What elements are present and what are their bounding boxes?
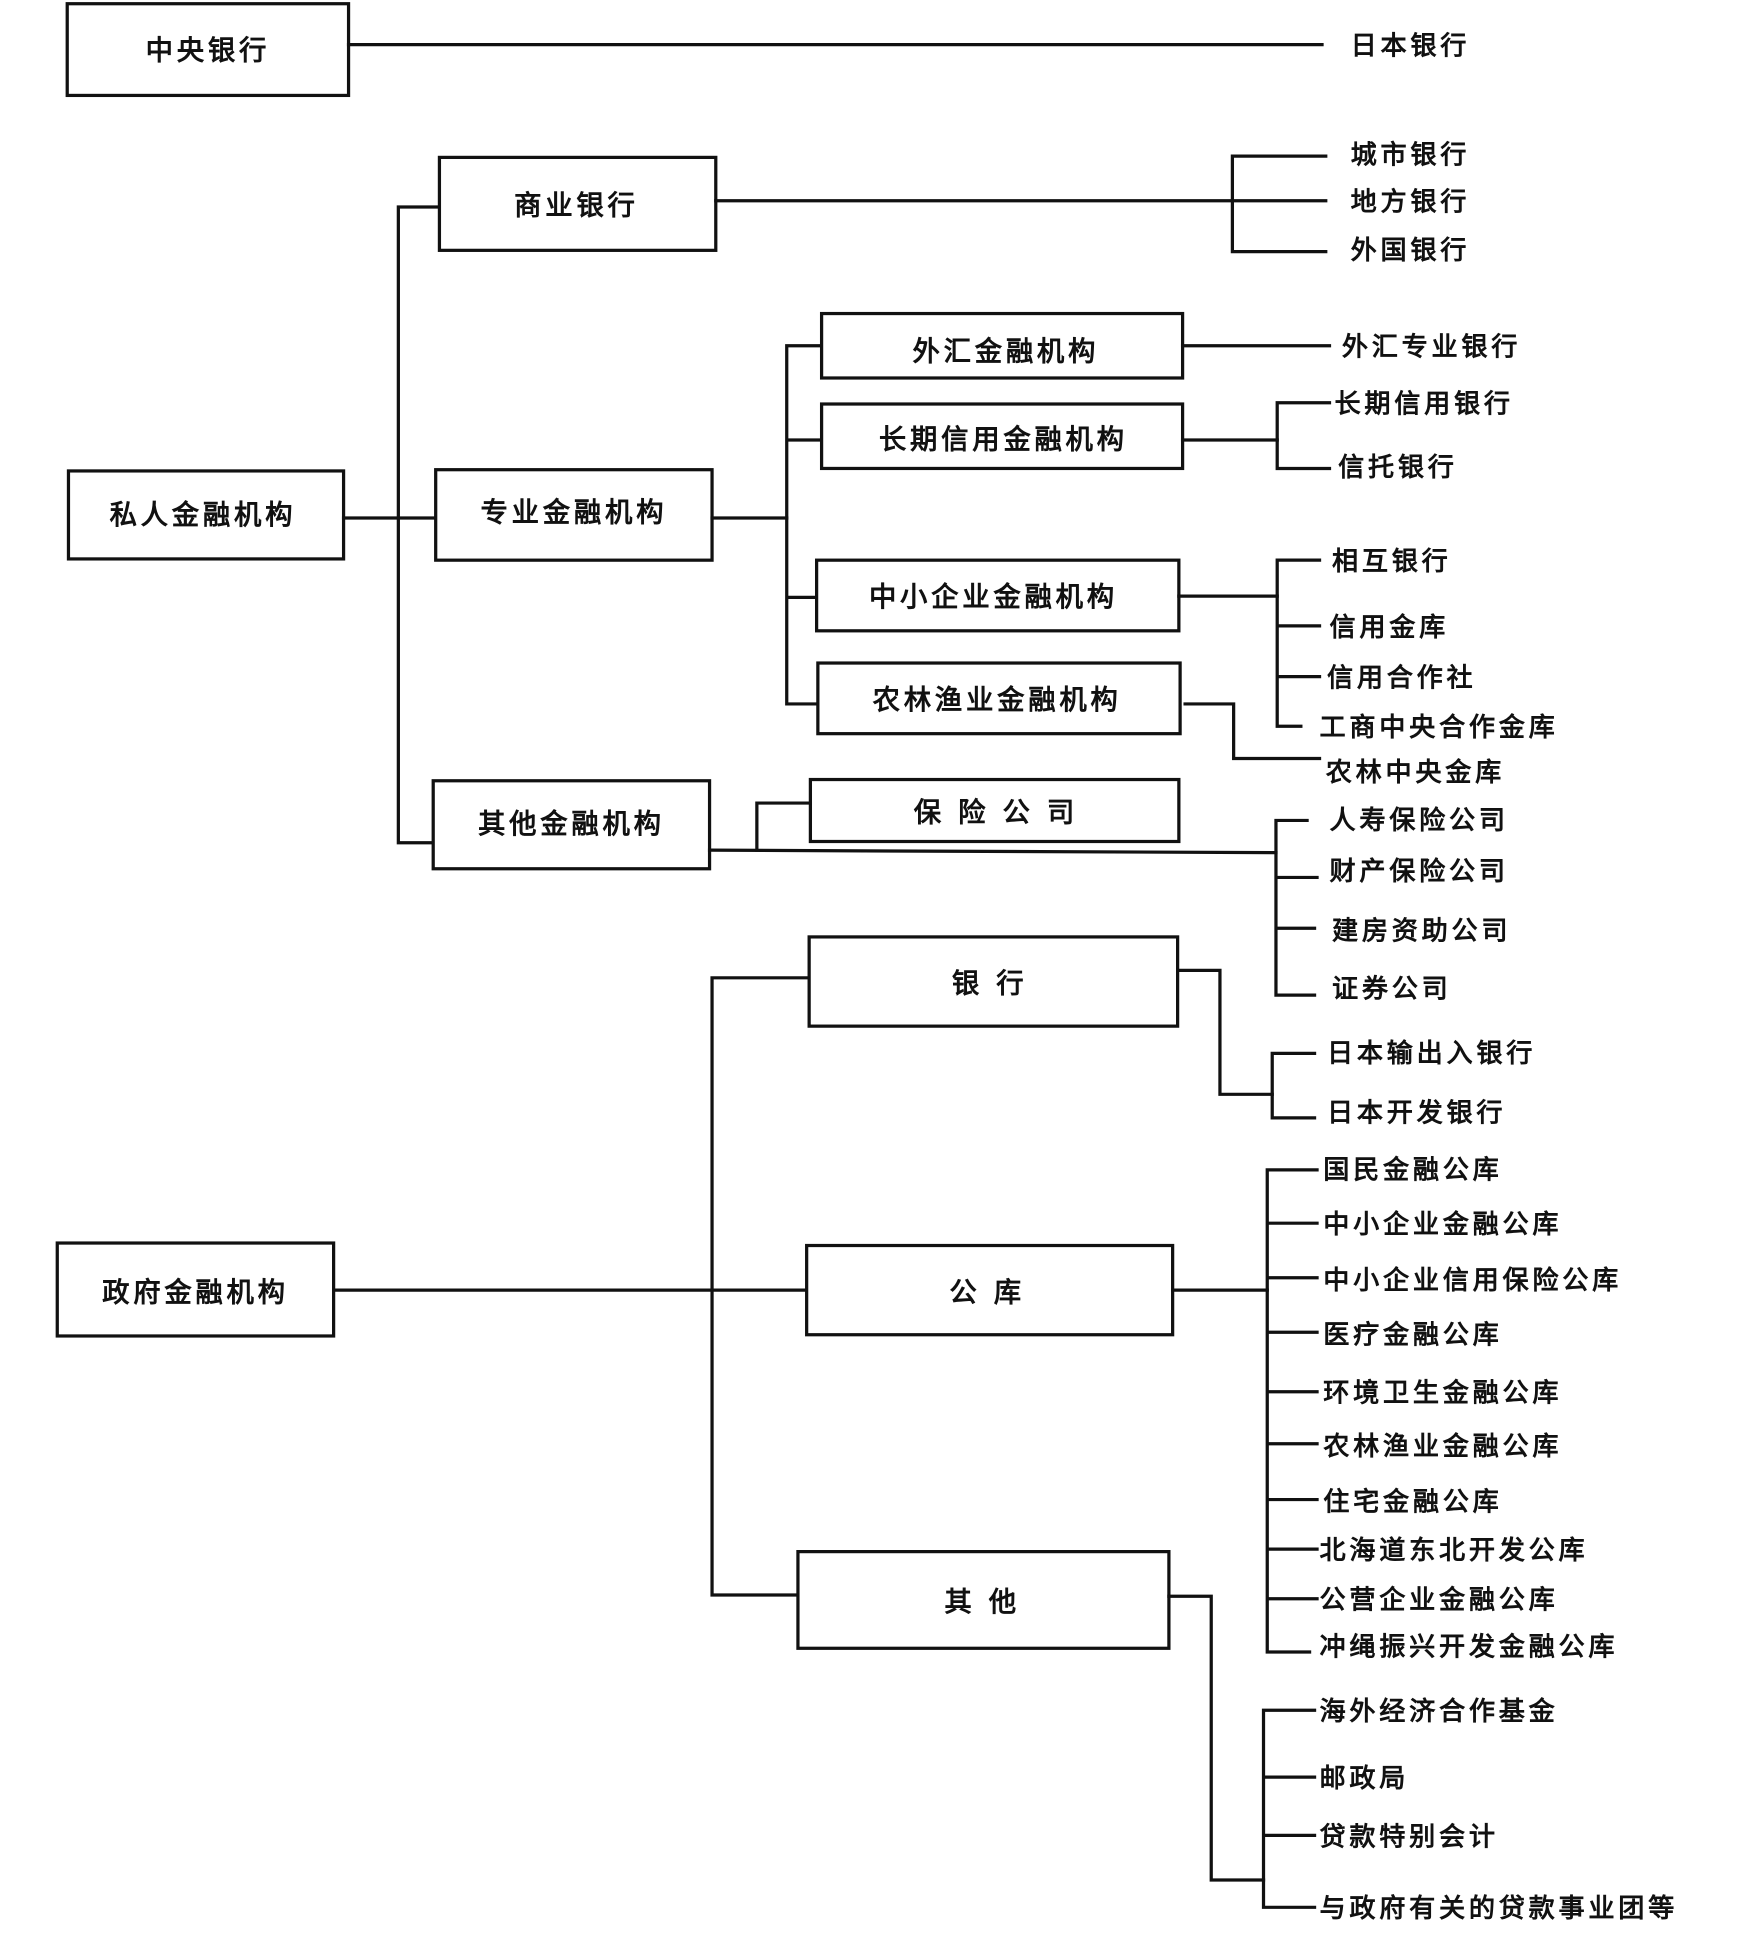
leaf: 外国银行 [1351,235,1470,266]
connector [710,976,811,1597]
node-long-term-credit: 长期信用金融机构 [819,402,1185,471]
leaf: 医疗金融公库 [1323,1319,1502,1350]
leaf: 地方银行 [1351,187,1470,218]
leaf: 贷款特别会计 [1320,1821,1499,1852]
connector [1167,1594,1266,1882]
connector [1275,401,1332,471]
node-other-private: 其他金融机构 [431,779,712,871]
node-label: 其 他 [944,1587,1019,1618]
leaf: 农林渔业金融公库 [1322,1431,1562,1462]
node-gov-banks: 银 行 [807,935,1180,1028]
leaf: 与政府有关的贷款事业团等 [1320,1893,1678,1924]
node-koko: 公 库 [805,1243,1175,1337]
node-specialized: 专业金融机构 [434,468,714,562]
node-commercial-banks: 商业银行 [437,155,718,252]
leaf: 日本输出入银行 [1327,1038,1536,1069]
leaf: 国民金融公库 [1323,1155,1502,1186]
leaf: 城市银行 [1351,140,1470,171]
leaf-bank-of-japan: 日本银行 [1351,31,1470,62]
leaf: 人寿保险公司 [1329,805,1508,836]
connector [755,801,813,852]
leaf: 信用金库 [1329,612,1448,643]
node-government: 政府金融机构 [55,1241,336,1338]
node-gov-others: 其 他 [796,1550,1171,1650]
node-label: 银 行 [952,968,1027,1000]
connector [1261,1708,1317,1909]
leaf: 长期信用银行 [1334,389,1513,420]
node-label: 外汇金融机构 [913,336,1100,368]
leaf: 北海道东北开发公库 [1320,1535,1589,1566]
leaf: 相互银行 [1332,546,1451,577]
node-agri-forestry-fishery: 农林渔业金融机构 [816,661,1182,736]
leaf: 农林中央金库 [1325,757,1505,788]
leaf: 信托银行 [1338,452,1457,483]
connector [707,848,1278,855]
connector [1230,154,1328,254]
leaf: 环境卫生金融公库 [1323,1378,1562,1409]
leaf: 中小企业信用保险公库 [1323,1265,1622,1296]
node-label: 中央银行 [146,35,270,67]
connector [1270,1051,1317,1120]
node-forex: 外汇金融机构 [819,311,1185,380]
leaf: 工商中央合作金库 [1320,712,1559,743]
node-label: 商业银行 [514,189,638,221]
node-insurance: 保 险 公 司 [808,777,1181,844]
connector [1274,818,1319,997]
node-label: 政府金融机构 [102,1276,289,1308]
node-label: 专业金融机构 [481,497,668,529]
leaf: 建房资助公司 [1332,916,1511,946]
connector [396,205,440,845]
leaf: 海外经济合作基金 [1320,1696,1559,1727]
leaf: 中小企业金融公库 [1323,1209,1562,1240]
node-label: 长期信用金融机构 [879,424,1128,456]
leaf: 邮政局 [1320,1763,1410,1794]
node-label: 保 险 公 司 [913,797,1078,829]
leaf: 信用合作社 [1327,663,1476,694]
node-label: 其他金融机构 [478,808,665,840]
connector [785,344,824,706]
leaf: 冲绳振兴开发金融公库 [1320,1632,1619,1663]
node-sme: 中小企业金融机构 [814,558,1181,633]
leaf: 日本开发银行 [1327,1098,1506,1129]
connector [1183,702,1322,761]
leaf: 财产保险公司 [1329,856,1508,887]
leaf: 住宅金融公库 [1323,1487,1502,1518]
leaf: 公营企业金融公库 [1320,1585,1559,1616]
connector [1176,968,1274,1096]
connector [1265,1168,1319,1654]
leaf: 证券公司 [1332,975,1451,1005]
node-label: 中小企业金融机构 [869,581,1118,613]
leaf: 外汇专业银行 [1342,332,1521,363]
connector [1275,558,1322,728]
node-label: 农林渔业金融机构 [872,684,1122,716]
node-private: 私人金融机构 [66,469,346,561]
node-central-bank: 中央银行 [65,2,351,98]
node-label: 公 库 [949,1276,1024,1308]
node-label: 私人金融机构 [110,499,297,531]
